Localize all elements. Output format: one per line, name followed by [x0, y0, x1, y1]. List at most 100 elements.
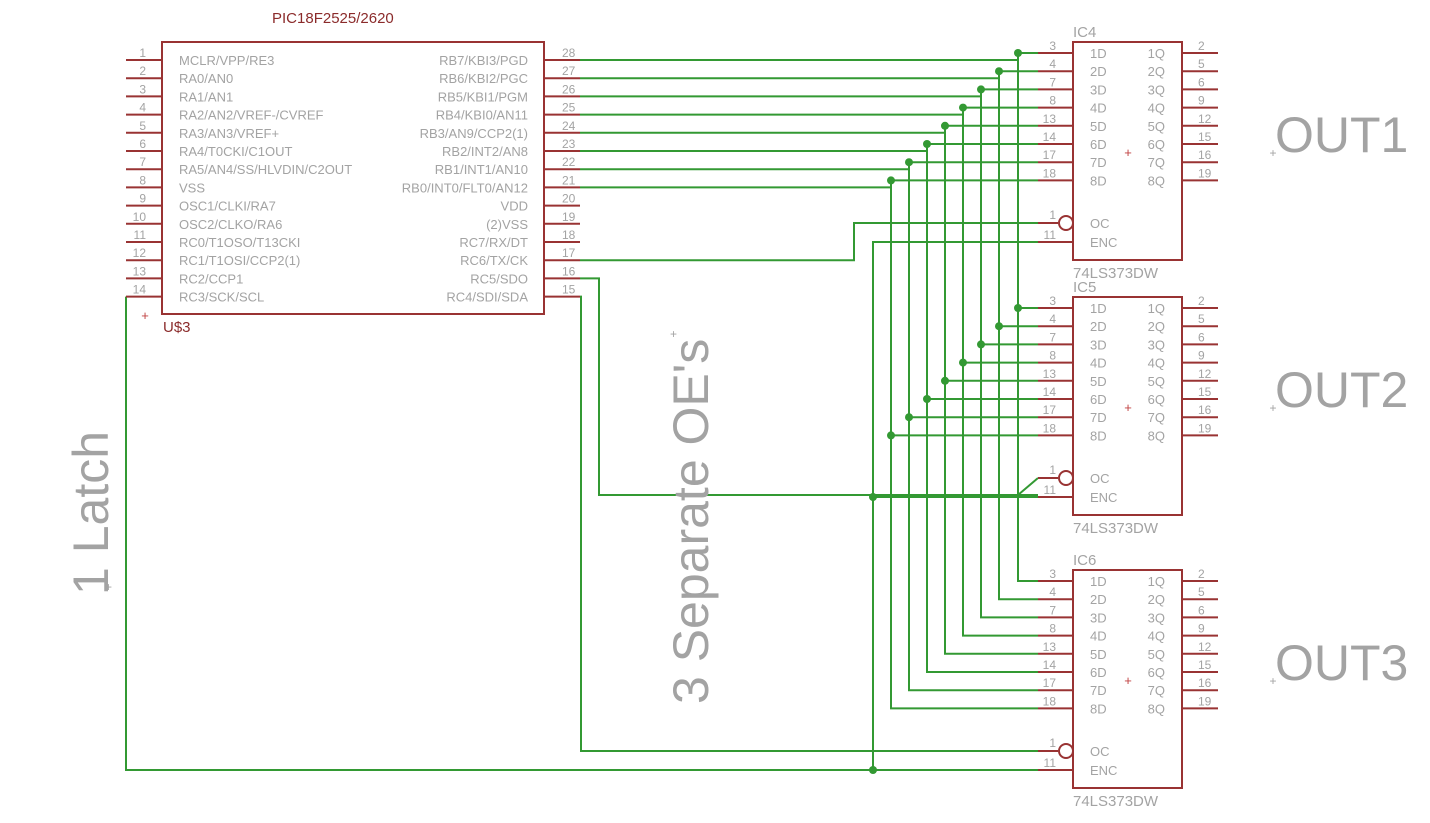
latch-origin-cross: + [1124, 145, 1132, 160]
latch-pin-number: 4 [1049, 585, 1056, 599]
latch-part-label: 74LS373DW [1073, 520, 1159, 537]
latch-pin-number: 19 [1198, 166, 1212, 180]
latch-pin-number: 17 [1043, 148, 1057, 162]
mcu-pin-number: 18 [562, 228, 576, 242]
latch-pin-number: 11 [1044, 483, 1057, 497]
mcu-pin-name: RB2/INT2/AN8 [442, 144, 528, 159]
mcu-pin-number: 25 [562, 101, 576, 115]
latch-pin-number: 14 [1043, 130, 1057, 144]
mcu-pin-number: 13 [133, 264, 147, 278]
bus-wire-rb-to-ic4 [580, 161, 1038, 171]
latch-output-label: OUT3 [1275, 635, 1408, 691]
latch-enable-wire-main [125, 296, 1038, 771]
bus-wire-vertical [890, 187, 1038, 710]
bus-wire-vertical [998, 78, 1038, 601]
mcu-pin-name: RC1/T1OSI/CCP2(1) [179, 253, 300, 268]
mcu-pin-number: 7 [139, 155, 146, 169]
latch-pin-name: 7Q [1148, 410, 1165, 425]
mcu-pin-number: 6 [139, 137, 146, 151]
latch-pin-number: 6 [1198, 603, 1205, 617]
latch-pin-name: 8D [1090, 428, 1107, 443]
mcu-pin-number: 26 [562, 82, 576, 96]
latch-pin-name: 4Q [1148, 629, 1165, 644]
latch-pin-number: 5 [1198, 585, 1205, 599]
bus-wire-rb-to-ic4 [580, 179, 1038, 189]
mcu-pin-name: RB5/KBI1/PGM [438, 89, 528, 104]
latch-pin-number: 11 [1044, 228, 1057, 242]
latch-pin-name: 6Q [1148, 392, 1165, 407]
mcu-pin-name: RC4/SDI/SDA [446, 290, 528, 305]
mcu-pin-number: 10 [133, 210, 147, 224]
latch-pin-name: 7Q [1148, 683, 1165, 698]
mcu-pin-name: RB7/KBI3/PGD [439, 53, 528, 68]
bus-wire-vertical [926, 151, 1038, 673]
annotations-layer: 1 Latch 3 Separate OE's + + [63, 327, 719, 704]
latch-output-label: OUT2 [1275, 362, 1408, 418]
mcu-pin-number: 27 [562, 64, 576, 78]
mcu-pin-number: 12 [133, 246, 147, 260]
latch-pin-name: 4Q [1148, 356, 1165, 371]
mcu-pin-number: 24 [562, 119, 576, 133]
latch-enable-junction [869, 493, 877, 501]
mcu-origin-cross: + [141, 308, 149, 323]
latch-pin-name: 5Q [1148, 119, 1165, 134]
latch-pin-name: 5Q [1148, 647, 1165, 662]
latch-pin-name: 1D [1090, 574, 1107, 589]
mcu-pin-number: 9 [139, 192, 146, 206]
bus-junction-ic5 [923, 395, 931, 403]
latch-pin-name: 6D [1090, 137, 1107, 152]
bus-junction-ic4 [905, 158, 913, 167]
bus-junction-ic4 [977, 85, 985, 94]
latch-enable-junction [869, 766, 877, 774]
latch-pin-number: 7 [1049, 330, 1056, 344]
latch-pin-number: 8 [1049, 622, 1056, 636]
bus-junction-ic5 [1014, 304, 1022, 312]
latch-origin-cross: + [1124, 673, 1132, 688]
latch-pin-number: 8 [1049, 349, 1056, 363]
latch-pin-number: 15 [1198, 130, 1212, 144]
mcu-pin-number: 22 [562, 155, 576, 169]
latch-pin-number: 2 [1198, 294, 1205, 308]
latch-pin-number: 11 [1044, 756, 1057, 770]
latch-name-label: IC6 [1073, 552, 1096, 569]
latch-pin-number: 5 [1198, 312, 1205, 326]
mcu-pin-name: RC0/T1OSO/T13CKI [179, 235, 300, 250]
latch-body [1072, 569, 1183, 789]
latch-pin-name: 3Q [1148, 337, 1165, 352]
latch-pin-name: 1D [1090, 301, 1107, 316]
latch-pin-number: 3 [1049, 567, 1056, 581]
latch-pin-number: 3 [1049, 39, 1056, 53]
bus-wire-vertical [1017, 60, 1038, 582]
mcu-pin-name: RA5/AN4/SS/HLVDIN/C2OUT [179, 162, 352, 177]
latch-pin-name: OC [1090, 744, 1110, 759]
mcu-pin-name: RA1/AN1 [179, 89, 233, 104]
mcu-pin-number: 15 [562, 283, 576, 297]
latch-pin-name: 7D [1090, 155, 1107, 170]
mcu-pin-number: 4 [139, 101, 146, 115]
mcu-pin-number: 21 [562, 173, 576, 187]
latch-pin-number: 7 [1049, 75, 1056, 89]
latch-pin-name: 1Q [1148, 301, 1165, 316]
latch-pin-number: 4 [1049, 312, 1056, 326]
latch-pin-name: 3D [1090, 610, 1107, 625]
latch-pin-number: 19 [1198, 694, 1212, 708]
bus-junction-ic4 [923, 140, 931, 148]
oe-wire-rc5-to-ic5 [580, 277, 1038, 496]
latch-pin-name: 8D [1090, 701, 1107, 716]
latch-pin-number: 18 [1043, 421, 1057, 435]
latch-pin-number: 13 [1043, 112, 1057, 126]
mcu-pin-name: RC5/SDO [470, 271, 528, 286]
latch-pin-number: 7 [1049, 603, 1056, 617]
latch-pin-number: 12 [1198, 367, 1212, 381]
latch-pin-name: 3Q [1148, 82, 1165, 97]
latch-pin-number: 5 [1198, 57, 1205, 71]
mcu-pin-name: RA3/AN3/VREF+ [179, 126, 279, 141]
latch-note-origin-cross: + [105, 580, 112, 594]
latch-pin-number: 13 [1043, 367, 1057, 381]
latch-pin-number: 16 [1198, 148, 1212, 162]
mcu-pin-name: OSC1/CLKI/RA7 [179, 199, 276, 214]
latch-pin-name: 7D [1090, 683, 1107, 698]
latch-part-label: 74LS373DW [1073, 793, 1159, 810]
mcu-pin-number: 23 [562, 137, 576, 151]
